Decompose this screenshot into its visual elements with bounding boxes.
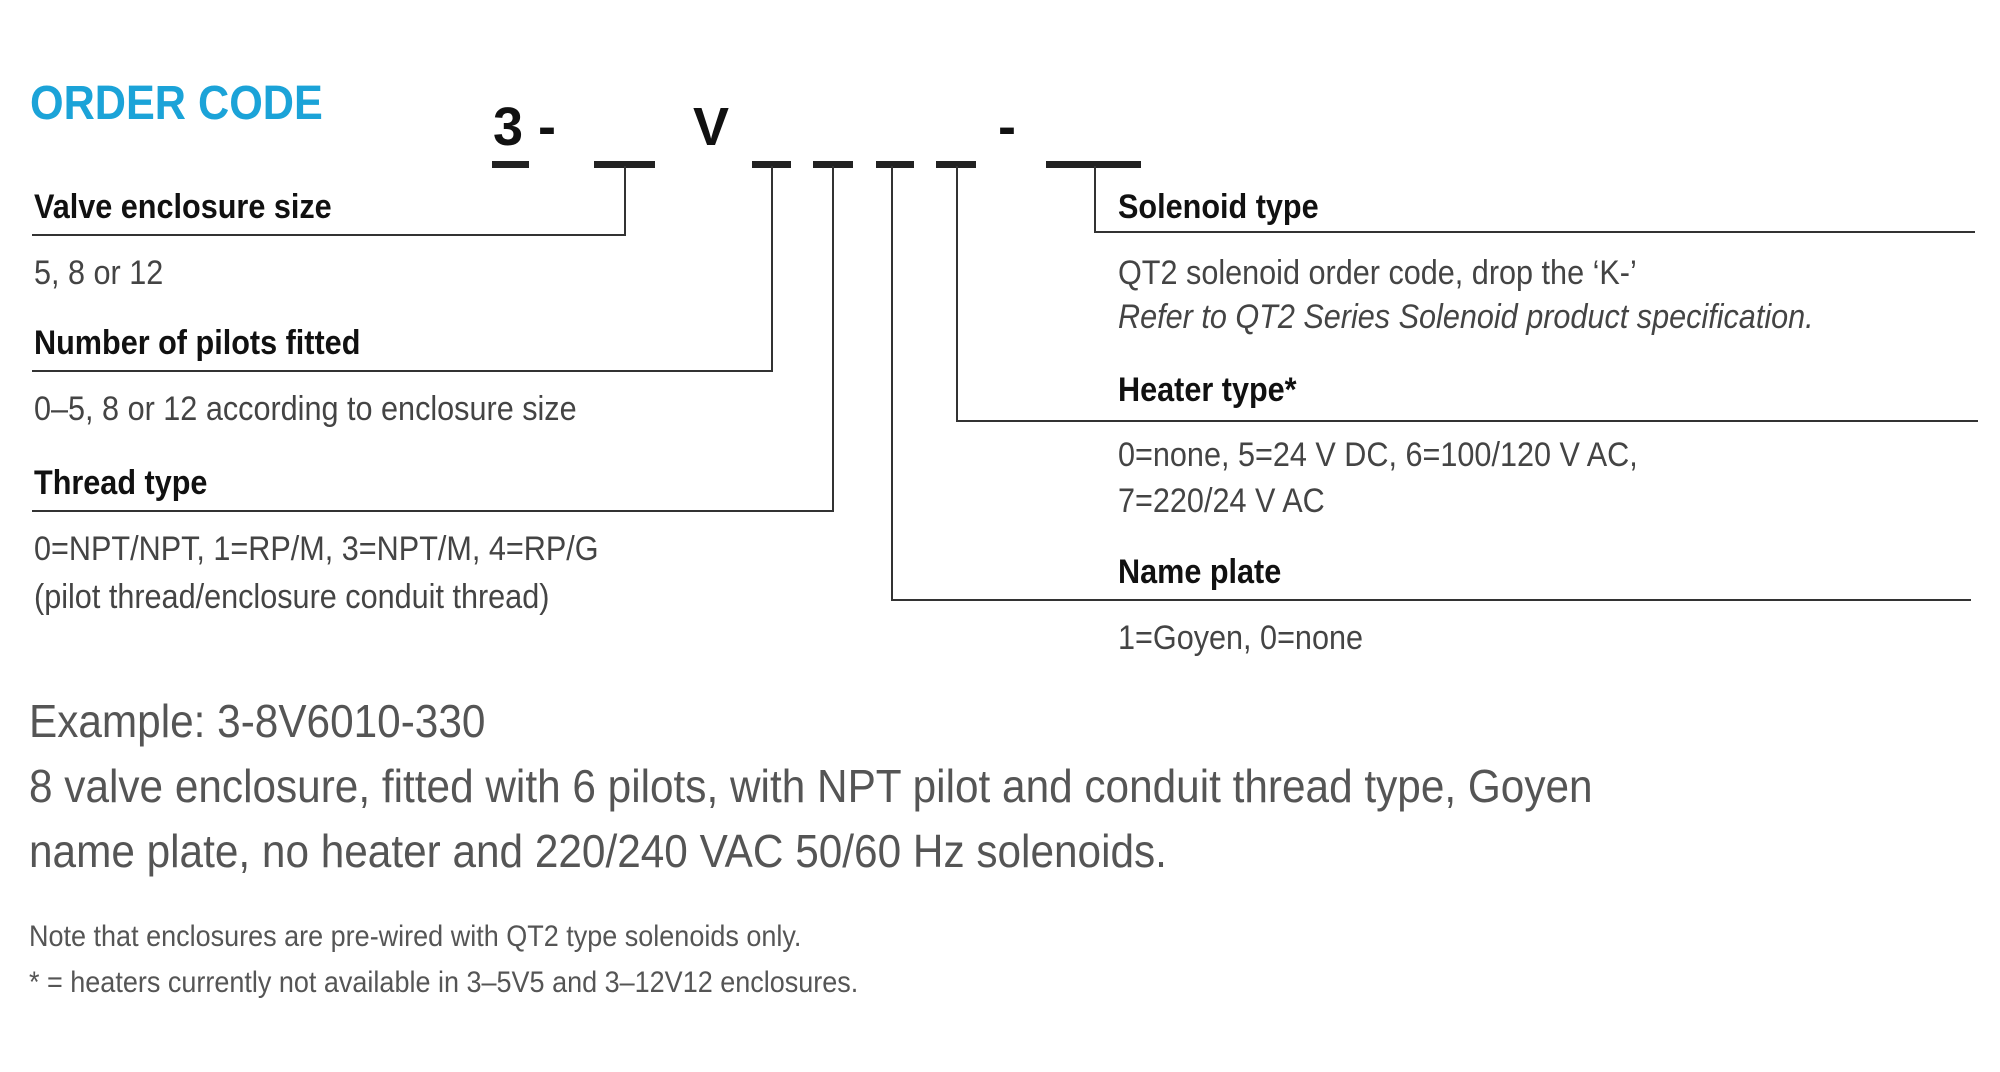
field-desc-solenoid: QT2 solenoid order code, drop the ‘K-’ bbox=[1118, 254, 1637, 292]
code-slot-fixed bbox=[492, 161, 529, 168]
note-line: * = heaters currently not available in 3… bbox=[29, 966, 859, 999]
code-slot-thread bbox=[813, 161, 853, 168]
example-line: name plate, no heater and 220/240 VAC 50… bbox=[29, 825, 1167, 877]
field-desc-thread-note: (pilot thread/enclosure conduit thread) bbox=[34, 578, 550, 616]
code-slot-heater bbox=[936, 161, 976, 168]
connector-line bbox=[832, 166, 834, 512]
code-slot-name-plate bbox=[876, 161, 914, 168]
field-label-solenoid: Solenoid type bbox=[1118, 188, 1319, 226]
field-label-pilots: Number of pilots fitted bbox=[34, 324, 361, 362]
note-line: Note that enclosures are pre-wired with … bbox=[29, 920, 802, 953]
code-slot-pilots bbox=[752, 161, 791, 168]
code-dash: - bbox=[998, 97, 1016, 157]
connector-line bbox=[32, 234, 626, 236]
connector-line bbox=[891, 599, 1971, 601]
example-heading: Example: 3-8V6010-330 bbox=[29, 695, 486, 747]
connector-line bbox=[891, 166, 893, 601]
field-desc-pilots: 0–5, 8 or 12 according to enclosure size bbox=[34, 390, 577, 428]
connector-line bbox=[956, 166, 958, 422]
field-label-enclosure-size: Valve enclosure size bbox=[34, 188, 332, 226]
connector-line bbox=[624, 166, 626, 236]
connector-line bbox=[32, 510, 834, 512]
field-desc-heater: 0=none, 5=24 V DC, 6=100/120 V AC, bbox=[1118, 436, 1638, 474]
code-slot-enclosure-size bbox=[594, 161, 655, 168]
connector-line bbox=[1094, 166, 1096, 233]
field-label-heater: Heater type* bbox=[1118, 371, 1297, 409]
code-slot-solenoid bbox=[1046, 161, 1141, 168]
field-desc-enclosure-size: 5, 8 or 12 bbox=[34, 254, 164, 292]
connector-line bbox=[1094, 231, 1975, 233]
connector-line bbox=[771, 166, 773, 372]
field-desc-thread: 0=NPT/NPT, 1=RP/M, 3=NPT/M, 4=RP/G bbox=[34, 530, 599, 568]
order-code-title: ORDER CODE bbox=[30, 77, 323, 130]
field-desc-name-plate: 1=Goyen, 0=none bbox=[1118, 619, 1364, 657]
connector-line bbox=[32, 370, 773, 372]
field-label-thread: Thread type bbox=[34, 464, 208, 502]
field-desc-heater-2: 7=220/24 V AC bbox=[1118, 482, 1325, 520]
field-desc-solenoid-ref: Refer to QT2 Series Solenoid product spe… bbox=[1118, 298, 1814, 336]
code-prefix: 3 - bbox=[493, 97, 557, 157]
field-label-name-plate: Name plate bbox=[1118, 553, 1282, 591]
example-line: 8 valve enclosure, fitted with 6 pilots,… bbox=[29, 760, 1593, 812]
connector-line bbox=[956, 420, 1978, 422]
code-v: V bbox=[693, 97, 730, 157]
